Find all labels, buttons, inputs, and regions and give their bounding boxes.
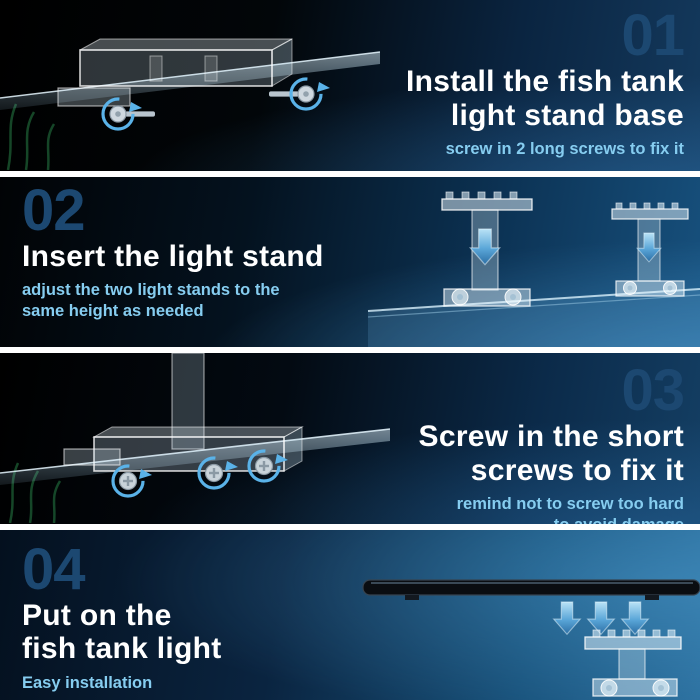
screw-icon — [204, 463, 224, 483]
step-number: 01 — [621, 3, 685, 68]
step2-illustration — [350, 177, 700, 348]
light-stand — [584, 629, 682, 697]
step-3-text: 03 Screw in the short screws to fix it r… — [418, 358, 685, 523]
step-2-text: 02 Insert the light stand adjust the two… — [22, 177, 324, 323]
step-number: 04 — [22, 536, 86, 602]
screw-icon — [118, 471, 138, 491]
light-stand — [441, 191, 533, 307]
step-title: Install the fish tank light stand base — [405, 65, 684, 132]
step-panel-2: 02 Insert the light stand adjust the two… — [0, 176, 700, 348]
step-title: Put on the fish tank light — [22, 598, 222, 666]
step4-illustration — [345, 530, 700, 700]
step1-illustration — [0, 0, 380, 171]
stand-insert-render — [367, 191, 700, 347]
stand-column — [171, 353, 205, 450]
step-subtitle: screw in 2 long screws to fix it — [445, 140, 684, 159]
step-panel-4: 04 Put on the fish tank light Easy insta… — [0, 529, 700, 700]
step-subtitle: remind not to screw too hard to avoid da… — [456, 495, 684, 523]
down-arrow-icon — [621, 600, 649, 635]
step-4-text: 04 Put on the fish tank light Easy insta… — [22, 536, 222, 694]
screw-icon — [254, 456, 274, 476]
step3-illustration — [0, 353, 390, 524]
stand-base-render — [0, 38, 380, 170]
step-panel-1: 01 Install the fish tank light stand bas… — [0, 0, 700, 171]
down-arrow-icon — [553, 600, 581, 635]
down-arrow-icon — [587, 600, 615, 635]
step-number: 03 — [621, 358, 685, 423]
step-1-text: 01 Install the fish tank light stand bas… — [405, 3, 685, 160]
light-stand-base — [63, 426, 304, 472]
tank-rim — [367, 287, 700, 347]
step-number: 02 — [22, 177, 86, 243]
glass-pane — [0, 52, 380, 110]
light-stand-base — [57, 38, 293, 107]
step-subtitle: adjust the two light stands to the same … — [22, 281, 280, 321]
step-subtitle: Easy installation — [22, 673, 153, 692]
light-bar-render — [362, 578, 700, 697]
plant-strokes — [6, 103, 56, 170]
step-title: Insert the light stand — [22, 239, 324, 273]
fish-tank-light-bar — [362, 578, 700, 600]
step-title: Screw in the short screws to fix it — [418, 420, 684, 487]
step-panel-3: 03 Screw in the short screws to fix it r… — [0, 353, 700, 524]
short-screws-render — [0, 353, 390, 523]
